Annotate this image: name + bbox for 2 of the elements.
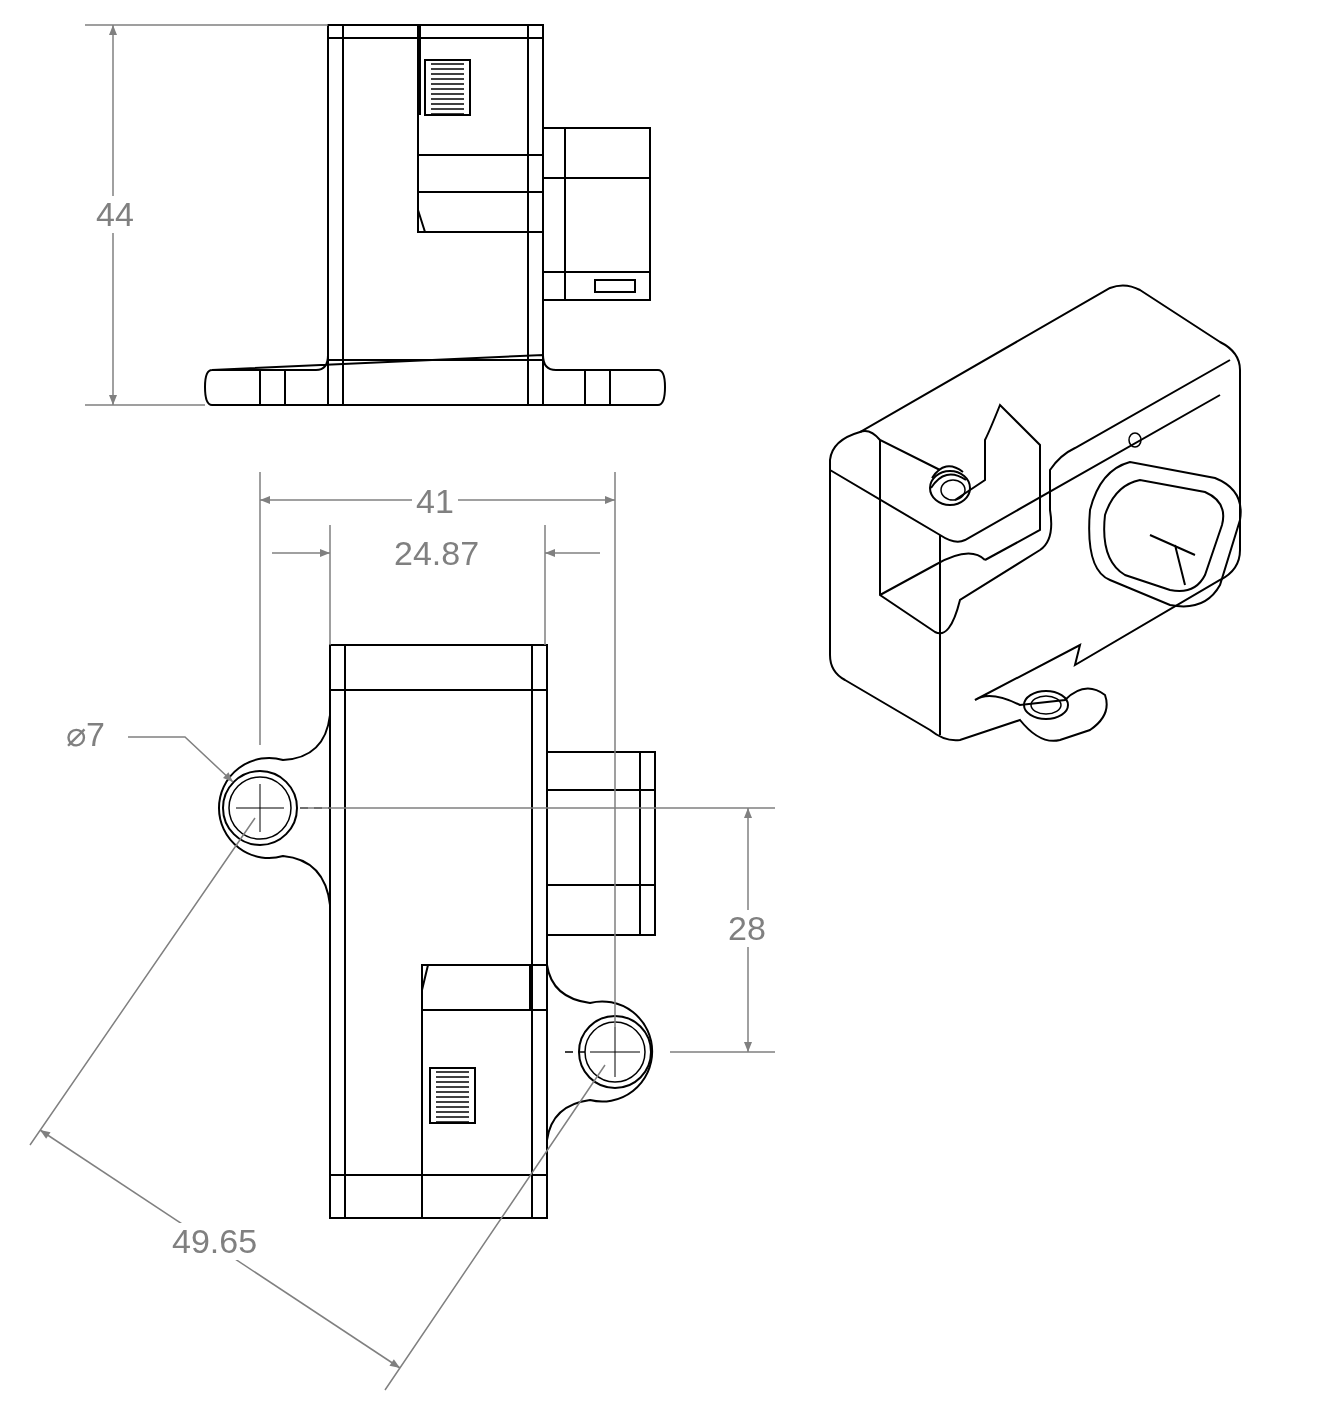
leader-line (127, 736, 234, 783)
mounting-hole (222, 770, 298, 846)
